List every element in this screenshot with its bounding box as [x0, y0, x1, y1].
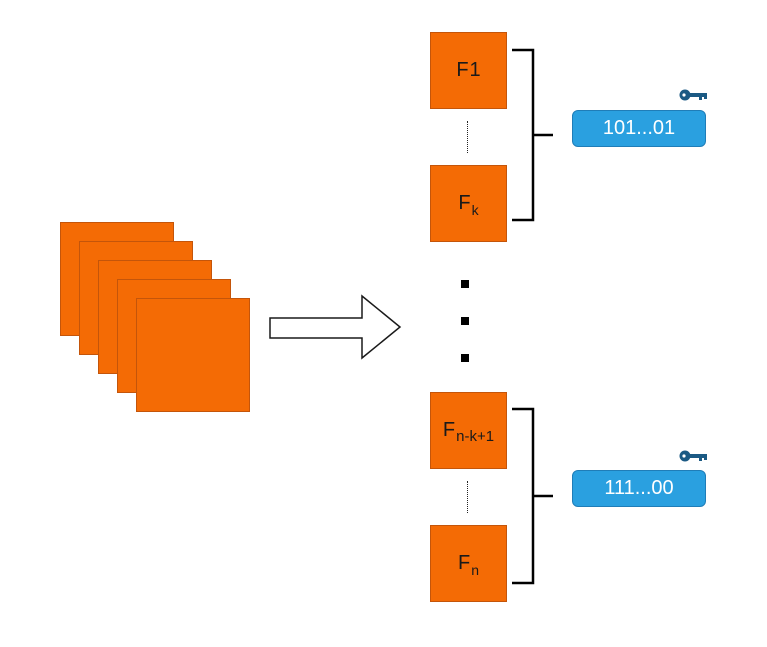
- frame-fn-k1-letter: F: [442, 419, 456, 441]
- vertical-ellipsis-top: [467, 121, 468, 153]
- frame-fn-index: n: [471, 561, 479, 578]
- frame-fk-index: k: [471, 201, 479, 218]
- key-value-bottom: 111...00: [572, 470, 706, 507]
- ellipsis-dot-1: [461, 280, 469, 288]
- frame-f1-index: 1: [469, 59, 481, 81]
- frame-f1-letter: F: [456, 59, 469, 81]
- key-value-top: 101...01: [572, 110, 706, 147]
- frame-fn-k1-index: n-k+1: [456, 428, 495, 445]
- top-bracket: [512, 48, 535, 222]
- hollow-right-arrow: [269, 294, 402, 360]
- ellipsis-dot-3: [461, 354, 469, 362]
- key-icon: [679, 89, 707, 101]
- stacked-frame-5: [136, 298, 250, 412]
- bottom-bracket: [512, 407, 535, 585]
- frame-fk-letter: F: [458, 192, 471, 214]
- ellipsis-dot-2: [461, 317, 469, 325]
- key-icon: [679, 450, 707, 462]
- frame-fn-letter: F: [457, 552, 471, 574]
- vertical-ellipsis-bottom: [467, 481, 468, 513]
